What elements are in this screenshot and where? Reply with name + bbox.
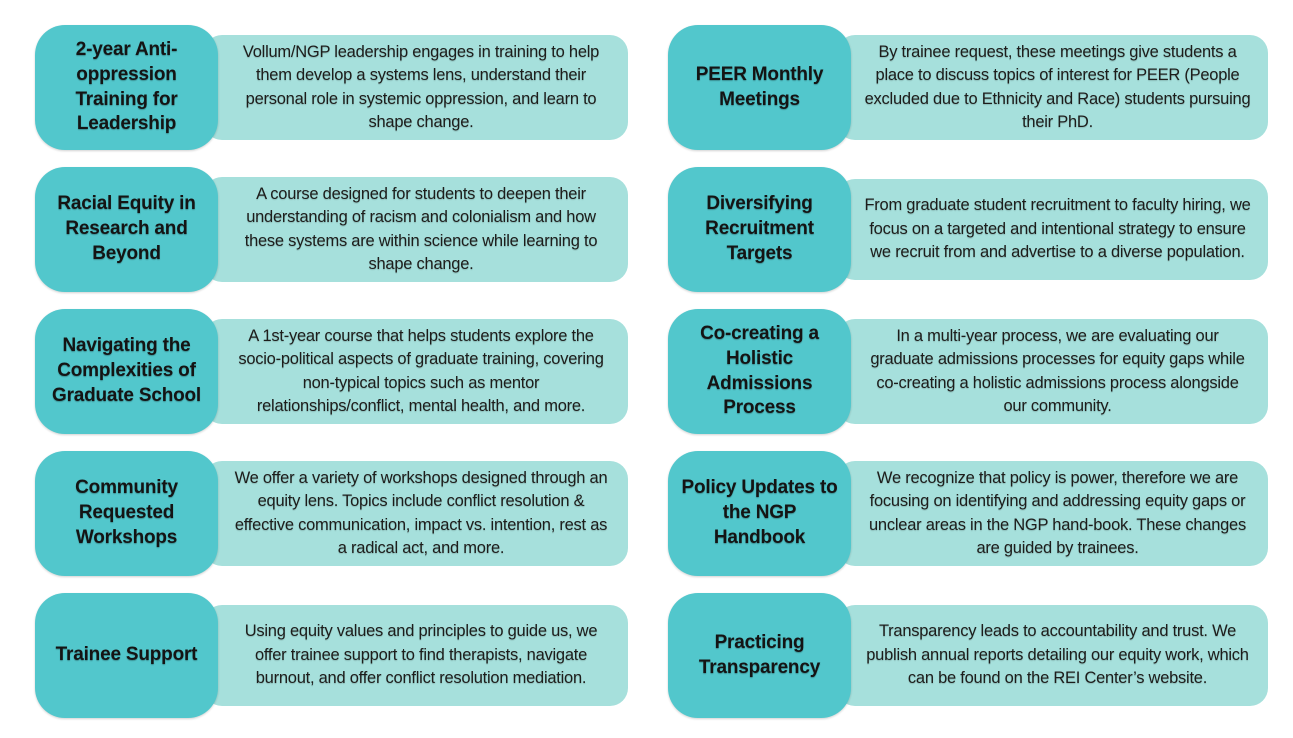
program-description: We recognize that policy is power, there… (869, 468, 1246, 557)
left-column: 2-year Anti-oppression Training for Lead… (35, 25, 628, 718)
program-description-box: A course designed for students to deepen… (204, 176, 628, 283)
program-title-box: Trainee Support (35, 593, 218, 718)
program-description: In a multi-year process, we are evaluati… (870, 326, 1245, 415)
program-description-box: Transparency leads to accountability and… (837, 605, 1268, 706)
card-community-workshops: Community Requested Workshops We offer a… (35, 451, 628, 576)
program-description-box: Using equity values and principles to gu… (204, 605, 628, 706)
program-title-box: Community Requested Workshops (35, 451, 218, 576)
card-diversifying-recruitment: Diversifying Recruitment Targets From gr… (668, 167, 1268, 292)
program-description: A 1st-year course that helps students ex… (238, 326, 604, 415)
program-description-box: Vollum/NGP leadership engages in trainin… (204, 34, 628, 141)
program-description: Using equity values and principles to gu… (244, 622, 598, 688)
program-title: Trainee Support (55, 644, 198, 666)
program-title-box: 2-year Anti-oppression Training for Lead… (35, 25, 218, 150)
program-description: Transparency leads to accountability and… (866, 622, 1249, 688)
program-title: Navigating the Complexities of Graduate … (51, 335, 202, 406)
program-title: 2-year Anti-oppression Training for Lead… (75, 39, 178, 135)
program-description-box: We recognize that policy is power, there… (837, 460, 1268, 567)
program-title: Diversifying Recruitment Targets (705, 193, 814, 264)
program-description: We offer a variety of workshops designed… (234, 468, 608, 557)
program-title: Community Requested Workshops (75, 477, 178, 548)
program-description: By trainee request, these meetings give … (864, 42, 1251, 131)
program-title-box: Practicing Transparency (668, 593, 851, 718)
card-policy-updates-handbook: Policy Updates to the NGP Handbook We re… (668, 451, 1268, 576)
program-title: Practicing Transparency (698, 631, 821, 678)
card-navigating-complexities: Navigating the Complexities of Graduate … (35, 309, 628, 434)
card-holistic-admissions: Co-creating a Holistic Admissions Proces… (668, 309, 1268, 434)
program-description: Vollum/NGP leadership engages in trainin… (242, 42, 600, 131)
program-description-box: In a multi-year process, we are evaluati… (837, 318, 1268, 425)
card-racial-equity: Racial Equity in Research and Beyond A c… (35, 167, 628, 292)
card-trainee-support: Trainee Support Using equity values and … (35, 593, 628, 718)
right-column: PEER Monthly Meetings By trainee request… (668, 25, 1268, 718)
programs-grid: 2-year Anti-oppression Training for Lead… (35, 25, 1268, 718)
program-title-box: Racial Equity in Research and Beyond (35, 167, 218, 292)
card-anti-oppression-training: 2-year Anti-oppression Training for Lead… (35, 25, 628, 150)
program-title-box: Co-creating a Holistic Admissions Proces… (668, 309, 851, 434)
program-description-box: A 1st-year course that helps students ex… (204, 318, 628, 425)
card-practicing-transparency: Practicing Transparency Transparency lea… (668, 593, 1268, 718)
program-description-box: From graduate student recruitment to fac… (837, 179, 1268, 280)
program-title-box: PEER Monthly Meetings (668, 25, 851, 150)
program-title: Co-creating a Holistic Admissions Proces… (700, 323, 819, 419)
program-title: PEER Monthly Meetings (695, 63, 824, 110)
program-title: Racial Equity in Research and Beyond (57, 193, 196, 264)
program-description: A course designed for students to deepen… (244, 184, 598, 273)
program-title-box: Policy Updates to the NGP Handbook (668, 451, 851, 576)
program-title: Policy Updates to the NGP Handbook (681, 477, 838, 548)
program-title-box: Diversifying Recruitment Targets (668, 167, 851, 292)
program-title-box: Navigating the Complexities of Graduate … (35, 309, 218, 434)
program-description: From graduate student recruitment to fac… (864, 196, 1251, 262)
program-description-box: By trainee request, these meetings give … (837, 34, 1268, 141)
program-description-box: We offer a variety of workshops designed… (204, 460, 628, 567)
card-peer-monthly-meetings: PEER Monthly Meetings By trainee request… (668, 25, 1268, 150)
